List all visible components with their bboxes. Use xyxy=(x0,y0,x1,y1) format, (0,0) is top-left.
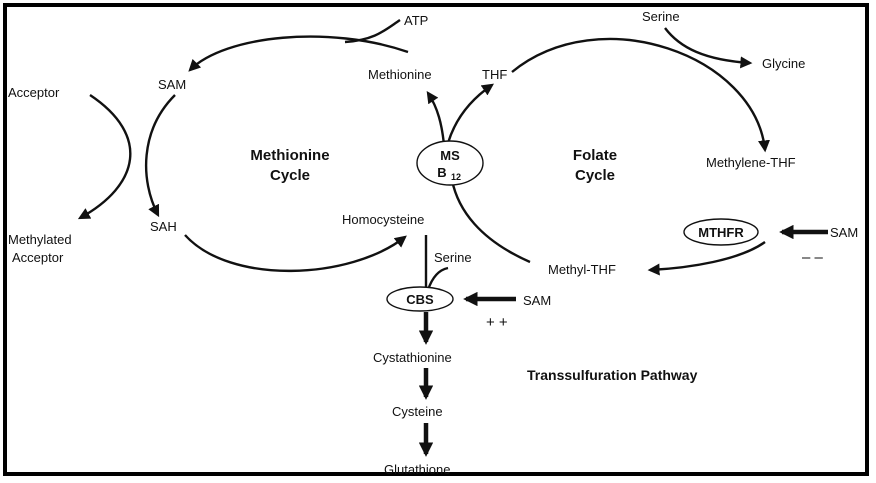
cystathionine-label: Cystathionine xyxy=(373,350,452,365)
acceptor-transfer-line xyxy=(77,94,132,220)
atp-input-line xyxy=(344,19,401,44)
glycine-label: Glycine xyxy=(762,56,805,71)
mthfr-inhibition-sign: – – xyxy=(802,249,824,266)
sam-mthfr-label: SAM xyxy=(830,225,858,240)
folate-cycle-title: Folate xyxy=(573,147,617,164)
homocysteine-label: Homocysteine xyxy=(342,212,424,227)
serine-top-label: Serine xyxy=(642,9,680,24)
folate-cycle-title-2: Cycle xyxy=(575,167,615,184)
arc-ms-to-thf xyxy=(446,83,494,144)
methionine-cycle-title: Methionine xyxy=(250,147,329,164)
atp-label: ATP xyxy=(404,13,428,28)
serine-cbs-label: Serine xyxy=(434,250,472,265)
methylated-acceptor-label-2: Acceptor xyxy=(12,250,64,265)
cbs-activation-sign: + + xyxy=(486,314,508,331)
methyl-thf-label: Methyl-THF xyxy=(548,262,616,277)
glutathione-label: Glutathione xyxy=(384,462,451,477)
methylene-thf-label: Methylene-THF xyxy=(706,155,796,170)
b12-label: B xyxy=(437,165,446,180)
mthfr-enzyme-oval xyxy=(683,218,759,246)
serine-to-glycine-line xyxy=(664,27,753,69)
ms-label: MS xyxy=(440,148,460,163)
sah-label: SAH xyxy=(150,219,177,234)
arc-methylene-thf-to-methyl-thf xyxy=(647,241,766,276)
arc-methyl-thf-to-ms xyxy=(450,179,531,264)
methionine-label: Methionine xyxy=(368,67,432,82)
thf-label: THF xyxy=(482,67,507,82)
cbs-label: CBS xyxy=(406,292,434,307)
methionine-cycle-title-2: Cycle xyxy=(270,167,310,184)
arc-sam-to-sah xyxy=(144,94,176,218)
arc-homocysteine-to-methionine xyxy=(426,91,446,146)
arc-thf-to-methylene-thf xyxy=(511,37,770,153)
cysteine-label: Cysteine xyxy=(392,404,443,419)
serine-to-cbs-line xyxy=(426,266,449,291)
methylated-acceptor-label: Methylated xyxy=(8,232,72,247)
arc-sah-to-homocysteine xyxy=(184,234,407,273)
transsulfuration-pathway-title: Transsulfuration Pathway xyxy=(527,367,698,383)
b12-subscript: 12 xyxy=(451,172,461,182)
sam-cbs-label: SAM xyxy=(523,293,551,308)
acceptor-label: Acceptor xyxy=(8,85,60,100)
ms-enzyme-oval xyxy=(416,140,484,186)
sam-label: SAM xyxy=(158,77,186,92)
arc-methionine-to-sam xyxy=(188,35,409,72)
mthfr-label: MTHFR xyxy=(698,225,744,240)
cbs-enzyme-oval xyxy=(386,286,454,312)
